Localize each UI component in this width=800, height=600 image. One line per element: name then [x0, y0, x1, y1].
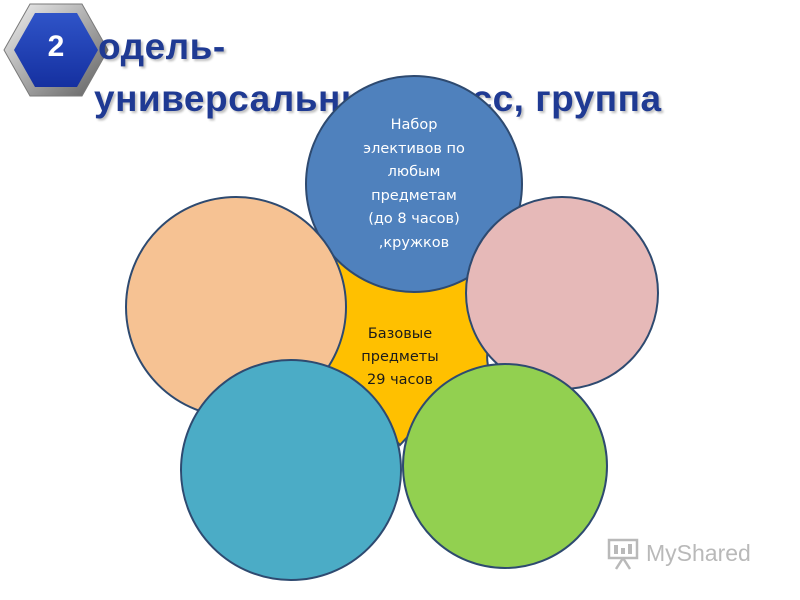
circle-bottom-left	[180, 359, 402, 581]
center-line: предметы	[361, 349, 439, 365]
circle-right	[465, 196, 659, 390]
hexagon-icon	[3, 3, 109, 97]
top-circle-line: элективов по	[363, 140, 465, 157]
circle-top-electives	[305, 75, 523, 293]
top-circle-line: (до 8 часов)	[368, 211, 460, 227]
top-circle-line: предметам	[371, 187, 457, 204]
myshared-watermark: MyShared	[606, 536, 766, 572]
watermark-text: MyShared	[646, 540, 751, 566]
top-circle-text: Набор элективов по любым предметам (до 8…	[334, 114, 494, 255]
center-core-text: Базовые предметы 29 часов	[330, 323, 470, 392]
slide-number-badge: 2	[0, 0, 112, 100]
top-circle-line: Набор	[390, 117, 438, 133]
center-line: Базовые	[367, 326, 433, 342]
top-circle-line: ,кружков	[378, 234, 450, 251]
slide-number: 2	[47, 30, 65, 63]
presentation-board-icon	[607, 538, 639, 570]
circle-bottom-right	[402, 363, 608, 569]
center-line: 29 часов	[367, 372, 433, 388]
top-circle-line: любым	[387, 164, 441, 180]
slide-title-line-1: одель-	[98, 26, 226, 67]
